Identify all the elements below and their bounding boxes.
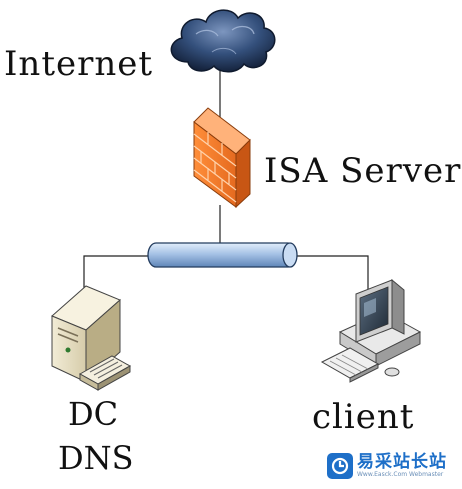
line-bus-server xyxy=(83,255,148,290)
watermark-logo-icon xyxy=(327,453,353,479)
internet-label: Internet xyxy=(4,44,154,84)
dc-label: DC xyxy=(68,395,119,433)
line-bus-client xyxy=(296,255,369,292)
watermark-subtitle: Www.Easck.Com Webmaster xyxy=(357,471,444,478)
dns-label: DNS xyxy=(58,439,134,477)
client-label: client xyxy=(312,397,415,437)
server-icon xyxy=(51,285,132,391)
isa-server-label: ISA Server xyxy=(264,151,462,191)
watermark: 易采站长站 Www.Easck.Com Webmaster xyxy=(327,451,459,481)
cloud-icon xyxy=(170,9,276,73)
watermark-title: 易采站长站 xyxy=(357,452,447,472)
network-bus-icon xyxy=(147,242,298,268)
firewall-icon xyxy=(193,107,251,209)
workstation-icon xyxy=(320,278,422,383)
